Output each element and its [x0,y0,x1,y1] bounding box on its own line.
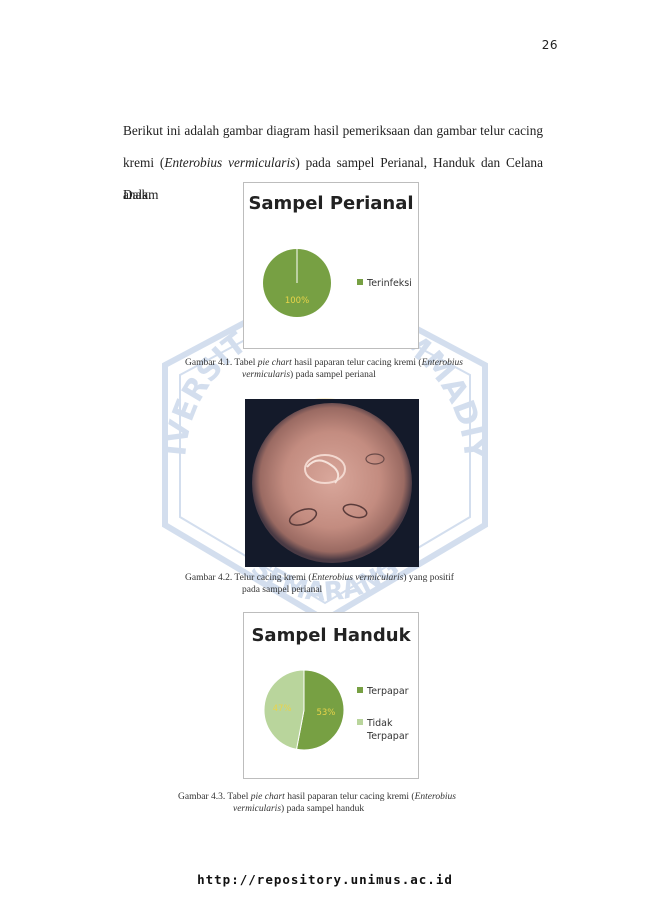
chart-perianal-title: Sampel Perianal [248,193,414,214]
legend-swatch-terinfeksi [357,279,363,285]
legend-item-terinfeksi: Terinfeksi [357,277,412,290]
chart-handuk: Sampel Handuk 53% 47% Terpapar Tidak Terp… [243,612,419,779]
legend-item-tidak-terpapar: Tidak Terpapar [357,717,409,743]
pie-label-100: 100% [285,296,309,306]
microscope-photo-pinworm-egg [245,399,419,567]
body-paragraph: Berikut ini adalah gambar diagram hasil … [123,115,543,211]
pie-label-tidak-terpapar: 47% [273,704,292,714]
legend-swatch-terpapar [357,687,363,693]
caption-figure-4-2: Gambar 4.2. Telur cacing kremi (Enterobi… [185,573,454,595]
legend-swatch-tidak-terpapar [357,719,363,725]
page-number: 26 [541,38,558,52]
pie-label-terpapar: 53% [316,708,335,718]
caption-figure-4-3: Gambar 4.3. Tabel pie chart hasil papara… [178,792,456,814]
footer-repository-url: http://repository.unimus.ac.id [197,872,453,887]
chart-perianal: Sampel Perianal 100% Terinfeksi [243,182,419,349]
pie-slice-tidak-terpapar [263,669,305,750]
chart-handuk-pie: 53% 47% [263,669,345,751]
paragraph-line-2: kremi (Enterobius vermicularis) pada sam… [123,155,543,202]
pie-slice-terpapar [295,669,345,751]
caption-figure-4-1: Gambar 4.1. Tabel pie chart hasil papara… [185,358,463,380]
paragraph-line-1: Berikut ini adalah gambar diagram hasil … [123,123,543,138]
paragraph-line-3: anak. [123,187,152,202]
chart-handuk-title: Sampel Handuk [251,625,411,646]
legend-item-terpapar: Terpapar [357,685,409,698]
chart-perianal-pie: 100% [263,249,331,317]
